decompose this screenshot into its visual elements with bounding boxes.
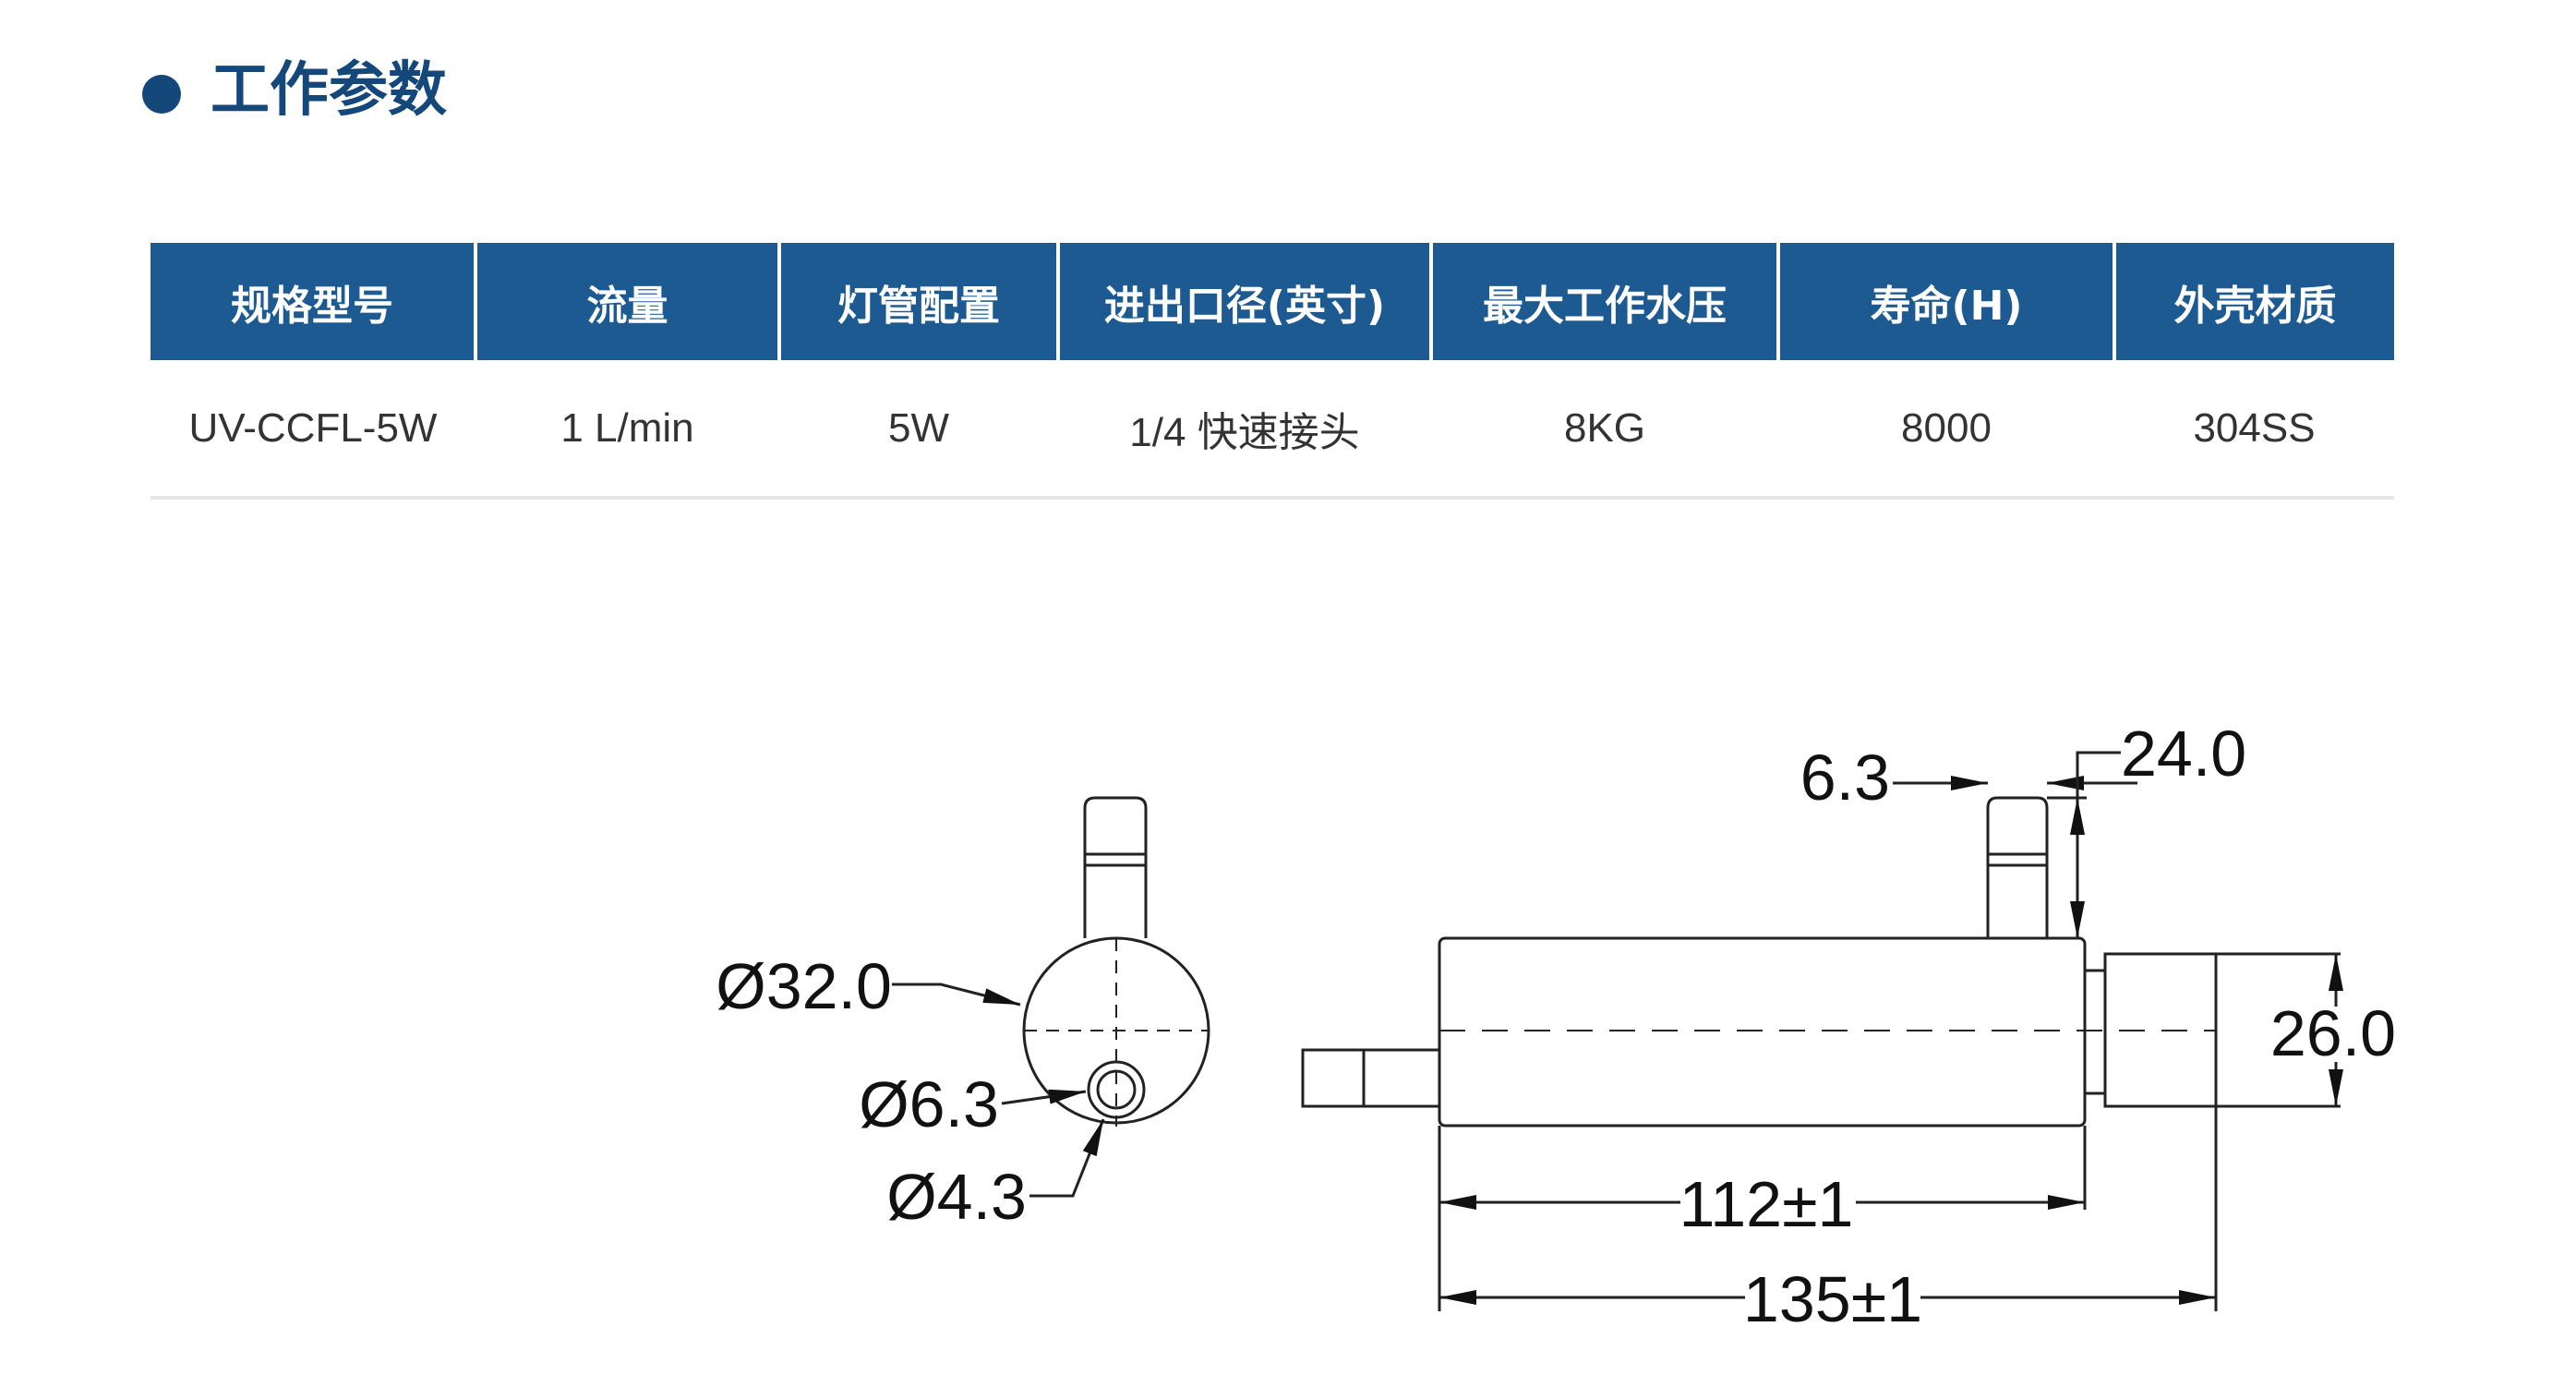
header-pressure: 最大工作水压 bbox=[1429, 243, 1778, 360]
header-flow: 流量 bbox=[474, 243, 779, 360]
header-model: 规格型号 bbox=[150, 243, 475, 360]
label-port-inner: Ø4.3 bbox=[886, 1161, 1027, 1233]
cell-port: 1/4 快速接头 bbox=[1058, 360, 1431, 500]
side-view bbox=[1301, 751, 2343, 1311]
cell-model: UV-CCFL-5W bbox=[150, 360, 475, 500]
end-view bbox=[892, 796, 1210, 1198]
label-pipe-height: 24.0 bbox=[2121, 718, 2246, 790]
cell-pressure: 8KG bbox=[1431, 360, 1778, 500]
label-outer-diameter: Ø32.0 bbox=[716, 950, 892, 1022]
cell-flow: 1 L/min bbox=[475, 360, 779, 500]
cell-material: 304SS bbox=[2114, 360, 2394, 500]
section-title: 工作参数 bbox=[211, 56, 447, 125]
label-port-outer: Ø6.3 bbox=[859, 1068, 999, 1140]
header-life: 寿命(H) bbox=[1776, 243, 2114, 360]
label-end-diameter: 26.0 bbox=[2270, 997, 2396, 1069]
header-material: 外壳材质 bbox=[2113, 243, 2394, 360]
cell-lamp: 5W bbox=[779, 360, 1058, 500]
cell-life: 8000 bbox=[1778, 360, 2114, 500]
label-pipe-width: 6.3 bbox=[1800, 742, 1890, 814]
header-port: 进出口径(英寸) bbox=[1056, 243, 1431, 360]
label-body-length: 112±1 bbox=[1679, 1168, 1854, 1240]
label-total-length: 135±1 bbox=[1743, 1263, 1922, 1335]
section-bullet-icon bbox=[142, 75, 181, 114]
spec-table: 规格型号 流量 灯管配置 进出口径(英寸) 最大工作水压 寿命(H) 外壳材质 … bbox=[150, 243, 2394, 500]
table-header-row: 规格型号 流量 灯管配置 进出口径(英寸) 最大工作水压 寿命(H) 外壳材质 bbox=[150, 243, 2394, 360]
table-row: UV-CCFL-5W 1 L/min 5W 1/4 快速接头 8KG 8000 … bbox=[150, 360, 2394, 500]
header-lamp: 灯管配置 bbox=[777, 243, 1058, 360]
